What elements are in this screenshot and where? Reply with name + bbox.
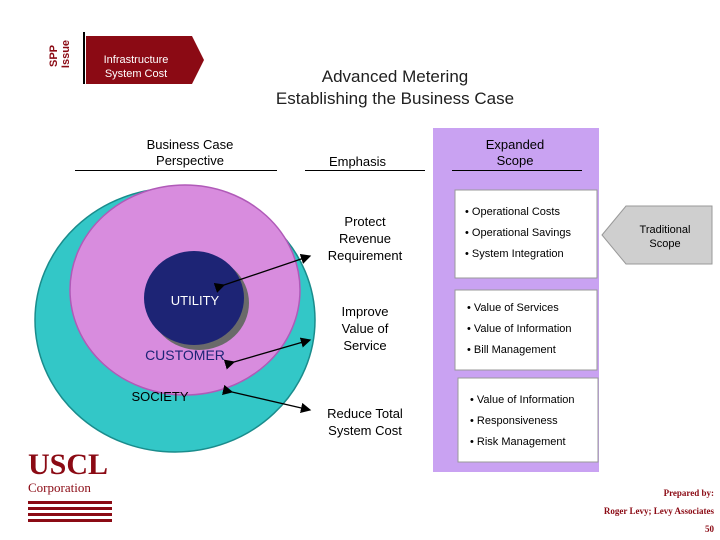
emphasis-header-text: Emphasis — [328, 154, 387, 169]
prepared-by: Prepared by: — [663, 488, 714, 498]
emphasis-header: Emphasis — [300, 154, 415, 170]
emphasis-line: Value of — [341, 321, 389, 336]
traditional-line2: Scope — [649, 238, 681, 250]
scope-header: Expanded Scope — [455, 137, 575, 169]
scope-underline — [452, 170, 582, 171]
scope-box-2 — [454, 289, 598, 371]
page-number: 50 — [705, 524, 714, 534]
scope-item: • Operational Savings — [465, 227, 571, 239]
issue-label-line2: System Cost — [104, 68, 168, 80]
emphasis-line: Service — [343, 338, 387, 353]
emphasis-line: Protect — [344, 214, 386, 229]
emphasis-line: Requirement — [327, 248, 403, 263]
scope-group-1: • Operational Costs • Operational Saving… — [465, 206, 571, 261]
perspective-header-line1: Business Case — [146, 137, 234, 152]
traditional-scope-label: Traditional Scope — [622, 223, 708, 251]
traditional-line1: Traditional — [639, 224, 691, 236]
footer: Prepared by: Roger Levy; Levy Associates… — [604, 488, 714, 534]
scope-item: • Value of Information — [470, 394, 575, 406]
scope-header-line1: Expanded — [485, 137, 545, 152]
scope-header-line2: Scope — [496, 153, 534, 168]
scope-item: • Risk Management — [470, 436, 566, 448]
emphasis-line: Revenue — [338, 231, 392, 246]
logo-name: USCL — [28, 448, 109, 481]
emphasis-line: Improve — [341, 304, 389, 319]
utility-label: UTILITY — [170, 293, 220, 308]
issue-label-shape — [86, 36, 204, 84]
logo-stripes — [28, 501, 112, 522]
emphasis-line: Reduce Total — [327, 406, 403, 421]
arrow-reduce — [221, 384, 312, 414]
tab-divider — [83, 32, 85, 84]
arrow-protect — [213, 253, 312, 293]
emphasis-underline — [305, 170, 425, 171]
issue-label-line1: Infrastructure — [103, 54, 169, 66]
emphasis-reduce-cost: Reduce Total System Cost — [305, 405, 425, 439]
page-title-line2: Establishing the Business Case — [275, 89, 515, 108]
issue-label-text: Infrastructure System Cost — [88, 53, 184, 81]
page-title-line1: Advanced Metering — [321, 67, 469, 86]
scope-item: • Value of Information — [467, 323, 572, 335]
perspective-header-line2: Perspective — [156, 153, 224, 168]
scope-item: • System Integration — [465, 248, 564, 260]
logo-sub: Corporation — [28, 480, 91, 495]
scope-item: • Operational Costs — [465, 206, 560, 218]
page-title: Advanced Metering Establishing the Busin… — [230, 66, 560, 110]
emphasis-improve-value: Improve Value of Service — [305, 303, 425, 354]
perspective-underline — [75, 170, 277, 171]
traditional-scope-shape — [601, 205, 713, 265]
emphasis-protect-revenue: Protect Revenue Requirement — [305, 213, 425, 264]
scope-item: • Bill Management — [467, 344, 556, 356]
scope-item: • Value of Services — [467, 302, 559, 314]
uscl-logo: USCL Corporation — [28, 450, 112, 522]
scope-box-1 — [454, 189, 598, 279]
perspective-header: Business Case Perspective — [90, 137, 290, 169]
scope-box-3 — [457, 377, 599, 463]
arrow-improve — [223, 337, 312, 370]
society-label: SOCIETY — [131, 389, 189, 404]
scope-group-3: • Value of Information • Responsiveness … — [470, 394, 575, 449]
scope-group-2: • Value of Services • Value of Informati… — [467, 302, 572, 357]
emphasis-line: System Cost — [328, 423, 402, 438]
customer-label: CUSTOMER — [145, 347, 225, 363]
scope-item: • Responsiveness — [470, 415, 558, 427]
author: Roger Levy; Levy Associates — [603, 506, 714, 516]
